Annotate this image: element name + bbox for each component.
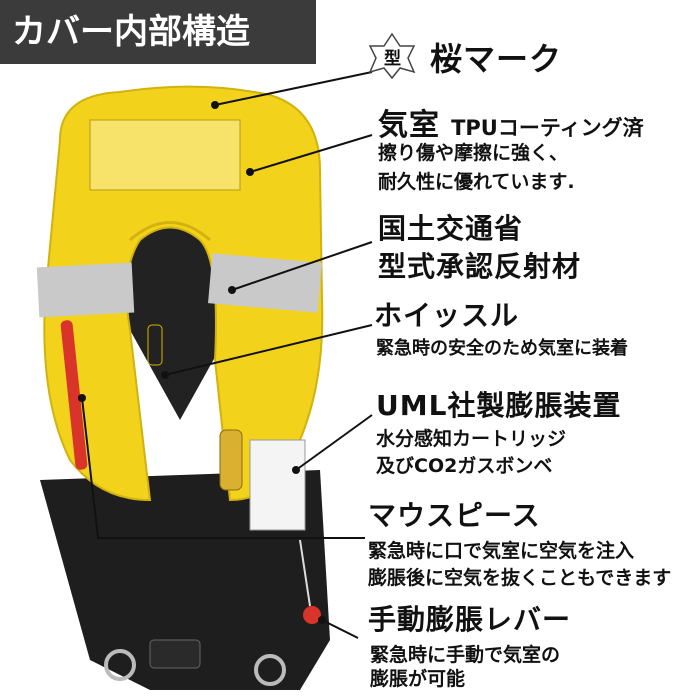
inflator-heading: UML社製膨脹装置 — [376, 389, 622, 422]
sakura-icon-text: 型 — [384, 49, 401, 69]
whistle-line-1: 緊急時の安全のため気室に装着 — [376, 338, 628, 359]
title-badge: カバー内部構造 — [0, 0, 316, 64]
inflator — [219, 429, 243, 491]
d-ring-left — [104, 649, 136, 681]
chamber-line-2: 耐久性に優れています. — [378, 171, 575, 193]
mouthpiece-line-1: 緊急時に口で気室に空気を注入 — [368, 540, 635, 562]
whistle — [147, 324, 163, 366]
chamber-callout: 気室 TPUコーティング済 — [378, 100, 644, 144]
chamber-subheading: TPUコーティング済 — [451, 116, 644, 140]
inflator-line-1: 水分感知カートリッジ — [376, 428, 567, 450]
reflective-strip-right — [208, 253, 322, 313]
inflator-line-2: 及びCO2ガスボンベ — [376, 455, 553, 477]
sakura-heading: 桜マーク — [430, 40, 563, 78]
chamber-line-1: 擦り傷や摩擦に強く、 — [378, 142, 569, 164]
d-ring-right — [254, 654, 286, 686]
lever-line-2: 膨脹が可能 — [370, 668, 466, 690]
vest-label — [89, 119, 241, 191]
mouthpiece — [60, 320, 88, 470]
whistle-heading: ホイッスル — [374, 299, 520, 332]
callout-lines — [81, 71, 373, 639]
reflector-line-1: 国土交通省 — [378, 212, 524, 245]
collar-inner — [120, 215, 230, 420]
sakura-icon — [368, 32, 416, 80]
chamber-heading: 気室 — [378, 108, 440, 143]
inflator-card — [249, 439, 306, 531]
reflector-line-2: 型式承認反射材 — [378, 250, 582, 283]
mouthpiece-line-2: 膨脹後に空気を抜くこともできます — [368, 567, 672, 589]
vest-back-bulge — [129, 221, 211, 242]
manual-lever-handle — [303, 606, 321, 624]
lever-line-1: 緊急時に手動で気室の — [370, 644, 561, 666]
reflective-strip-left — [36, 262, 135, 318]
lever-heading: 手動膨脹レバー — [368, 603, 572, 636]
buckle — [149, 639, 201, 669]
mouthpiece-heading: マウスピース — [368, 499, 541, 532]
